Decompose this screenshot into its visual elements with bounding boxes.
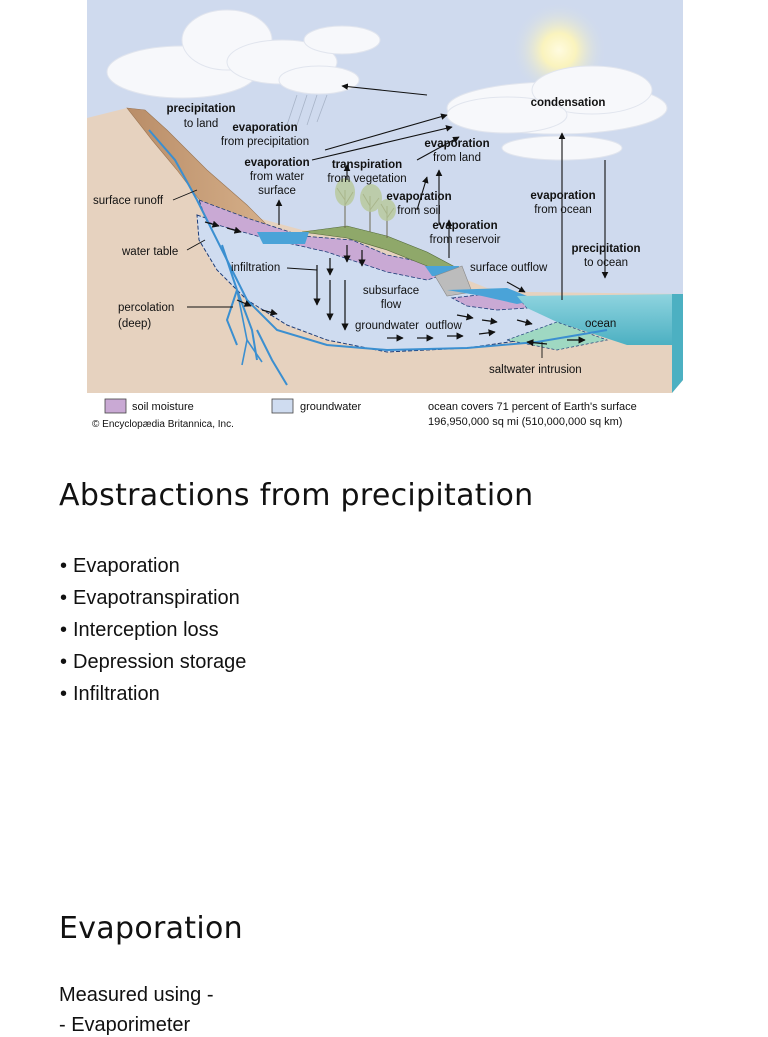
label-water-table: water table bbox=[121, 246, 178, 258]
label-precipitation-to-land-2: to land bbox=[184, 118, 219, 130]
legend-ocean-area: 196,950,000 sq mi (510,000,000 sq km) bbox=[428, 416, 622, 428]
legend-groundwater: groundwater bbox=[300, 401, 361, 413]
river bbox=[447, 288, 537, 304]
cloud-left bbox=[106, 9, 381, 99]
label-percolation-2: (deep) bbox=[118, 318, 151, 330]
list-item-text: Depression storage bbox=[73, 651, 247, 673]
label-saltwater-intrusion: saltwater intrusion bbox=[489, 364, 582, 376]
label-precipitation-to-land: precipitation bbox=[166, 103, 235, 115]
hydrologic-cycle-diagram: precipitation to land evaporation from p… bbox=[87, 0, 683, 432]
label-subsurface-2: flow bbox=[381, 299, 402, 311]
list-item: •Evaporation bbox=[60, 550, 246, 582]
legend: soil moisture groundwater ocean covers 7… bbox=[92, 398, 637, 430]
label-evap-reservoir-2: from reservoir bbox=[430, 234, 501, 246]
evaporimeter-item: - Evaporimeter bbox=[59, 1014, 191, 1036]
label-ocean: ocean bbox=[585, 318, 616, 330]
list-item-text: Interception loss bbox=[73, 619, 219, 641]
lake bbox=[257, 232, 309, 244]
list-item: •Evapotranspiration bbox=[60, 582, 246, 614]
list-item: •Infiltration bbox=[60, 678, 246, 710]
list-item-text: Evaporation bbox=[73, 555, 180, 577]
legend-swatch-soil-moisture bbox=[104, 398, 127, 414]
section-heading-evaporation: Evaporation bbox=[59, 911, 243, 946]
list-item: •Interception loss bbox=[60, 614, 246, 646]
bullet-marker: • bbox=[60, 619, 68, 641]
label-precip-ocean: precipitation bbox=[571, 243, 640, 255]
label-subsurface: subsurface bbox=[363, 285, 419, 297]
bullet-marker: • bbox=[60, 555, 68, 577]
legend-ocean-note: ocean covers 71 percent of Earth's surfa… bbox=[428, 401, 637, 413]
label-evap-water-3: surface bbox=[258, 185, 296, 197]
diagram-labels: precipitation to land evaporation from p… bbox=[93, 97, 641, 376]
label-surface-runoff: surface runoff bbox=[93, 195, 164, 207]
streams bbox=[148, 129, 608, 386]
percolation-roots bbox=[236, 289, 263, 366]
section-heading-abstractions: Abstractions from precipitation bbox=[59, 478, 534, 513]
label-precip-ocean-2: to ocean bbox=[584, 257, 628, 269]
list-item: •Depression storage bbox=[60, 646, 246, 678]
label-evap-land: evaporation bbox=[424, 138, 489, 150]
label-evap-soil: evaporation bbox=[386, 191, 451, 203]
bullet-marker: • bbox=[60, 683, 68, 705]
ocean-side bbox=[672, 294, 683, 393]
label-transpiration: transpiration bbox=[332, 159, 402, 171]
label-evap-land-2: from land bbox=[433, 152, 481, 164]
bullet-marker: • bbox=[60, 587, 68, 609]
hydrologic-cycle-illustration: precipitation to land evaporation from p… bbox=[87, 0, 683, 430]
flow-arrows bbox=[204, 220, 586, 347]
label-evap-ocean-2: from ocean bbox=[534, 204, 592, 216]
label-surface-outflow: surface outflow bbox=[470, 262, 548, 274]
list-item-text: Infiltration bbox=[73, 683, 160, 705]
label-evap-precip: evaporation bbox=[232, 122, 297, 134]
label-evap-reservoir: evaporation bbox=[432, 220, 497, 232]
process-arrows bbox=[275, 83, 609, 300]
ocean bbox=[517, 294, 683, 345]
label-transpiration-2: from vegetation bbox=[327, 173, 406, 185]
label-evap-ocean: evaporation bbox=[530, 190, 595, 202]
copyright: © Encyclopædia Britannica, Inc. bbox=[92, 419, 234, 430]
label-groundwater-outflow: groundwater outflow bbox=[355, 320, 462, 332]
legend-swatch-groundwater bbox=[271, 398, 294, 414]
rain bbox=[286, 94, 328, 126]
label-condensation: condensation bbox=[531, 97, 606, 109]
label-evap-water: evaporation bbox=[244, 157, 309, 169]
label-evap-soil-2: from soil bbox=[397, 205, 440, 217]
tree-foliage bbox=[335, 178, 396, 221]
measured-using-text: Measured using - bbox=[59, 984, 214, 1006]
leader-lines bbox=[172, 189, 543, 358]
label-infiltration: infiltration bbox=[231, 262, 280, 274]
legend-soil-moisture: soil moisture bbox=[132, 401, 194, 413]
bullet-marker: • bbox=[60, 651, 68, 673]
list-item-text: Evapotranspiration bbox=[73, 587, 240, 609]
label-evap-water-2: from water bbox=[250, 171, 304, 183]
label-evap-precip-2: from precipitation bbox=[221, 136, 309, 148]
abstraction-list: •Evaporation •Evapotranspiration •Interc… bbox=[60, 550, 246, 710]
label-percolation: percolation bbox=[118, 302, 174, 314]
